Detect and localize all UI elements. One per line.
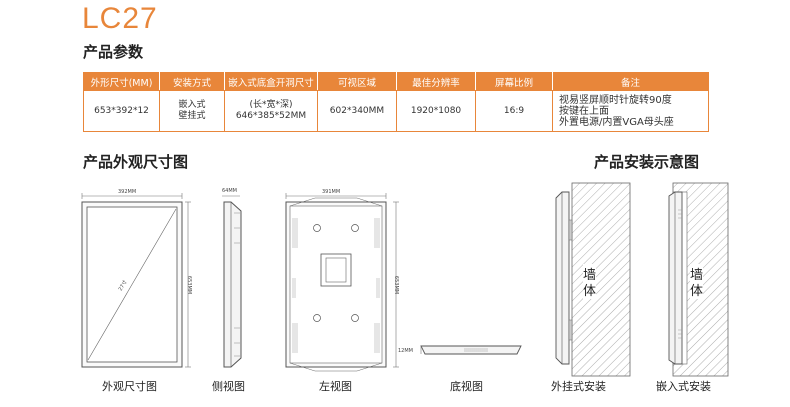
front-width-label: 392MM	[118, 189, 137, 195]
cell-size: 653*392*12	[83, 90, 160, 132]
back-height-label: 653MM	[393, 275, 400, 295]
wall-text-4: 体	[690, 280, 704, 299]
wall-mount-caption: 外挂式安装	[551, 380, 606, 393]
back-caption: 左视图	[319, 380, 352, 393]
side-caption: 侧视图	[212, 380, 245, 393]
cell-install-line: 嵌入式	[178, 100, 206, 110]
header-install: 安装方式	[159, 72, 225, 91]
back-width-label: 391MM	[322, 189, 341, 195]
header-cutout: 嵌入式底盒开洞尺寸	[224, 72, 318, 91]
header-ratio: 屏幕比例	[475, 72, 553, 91]
wall-text-2: 体	[583, 280, 597, 299]
note-line: 视易竖屏顺时针旋转90度	[559, 94, 672, 106]
embedded-caption: 嵌入式安装	[656, 380, 711, 393]
cell-cutout: (长*宽*深) 646*385*52MM	[224, 90, 318, 132]
cell-ratio: 16:9	[475, 90, 553, 132]
appearance-title: 产品外观尺寸图	[83, 153, 189, 171]
bottom-caption: 底视图	[450, 380, 483, 393]
cell-cutout-line: (长*宽*深)	[249, 100, 293, 110]
wall-mount-drawing	[555, 182, 631, 377]
side-view-drawing	[222, 195, 242, 368]
side-depth-label: 64MM	[222, 188, 237, 194]
wall-text-1: 墙	[583, 264, 597, 283]
spec-table: 外形尺寸(MM) 安装方式 嵌入式底盒开洞尺寸 可视区域 最佳分辨率 屏幕比例 …	[83, 72, 709, 132]
bottom-thickness-label: 12MM	[398, 348, 413, 354]
params-title: 产品参数	[83, 43, 144, 61]
note-line: 外置电源/内置VGA母头座	[559, 116, 674, 128]
spec-header-row: 外形尺寸(MM) 安装方式 嵌入式底盒开洞尺寸 可视区域 最佳分辨率 屏幕比例 …	[83, 72, 709, 91]
header-resolution: 最佳分辨率	[396, 72, 476, 91]
embedded-drawing	[668, 182, 729, 377]
cell-resolution: 1920*1080	[396, 90, 476, 132]
front-view-drawing	[81, 193, 191, 368]
header-visible: 可视区域	[317, 72, 397, 91]
header-notes: 备注	[552, 72, 709, 91]
front-height-label: 653MM	[186, 275, 193, 295]
spec-data-row: 653*392*12 嵌入式 壁挂式 (长*宽*深) 646*385*52MM …	[83, 90, 709, 132]
cell-notes: 视易竖屏顺时针旋转90度 按键在上面 外置电源/内置VGA母头座	[552, 90, 709, 132]
model-title: LC27	[82, 2, 158, 35]
wall-text-3: 墙	[690, 264, 704, 283]
front-caption: 外观尺寸图	[102, 380, 157, 393]
cell-install-line: 壁挂式	[178, 111, 206, 121]
cell-install: 嵌入式 壁挂式	[159, 90, 225, 132]
back-view-drawing	[285, 193, 399, 372]
cell-visible: 602*340MM	[317, 90, 397, 132]
bottom-view-drawing	[420, 345, 522, 355]
install-title: 产品安装示意图	[594, 153, 700, 171]
note-line: 按键在上面	[559, 105, 609, 117]
header-size: 外形尺寸(MM)	[83, 72, 160, 91]
cell-cutout-line: 646*385*52MM	[235, 111, 307, 121]
